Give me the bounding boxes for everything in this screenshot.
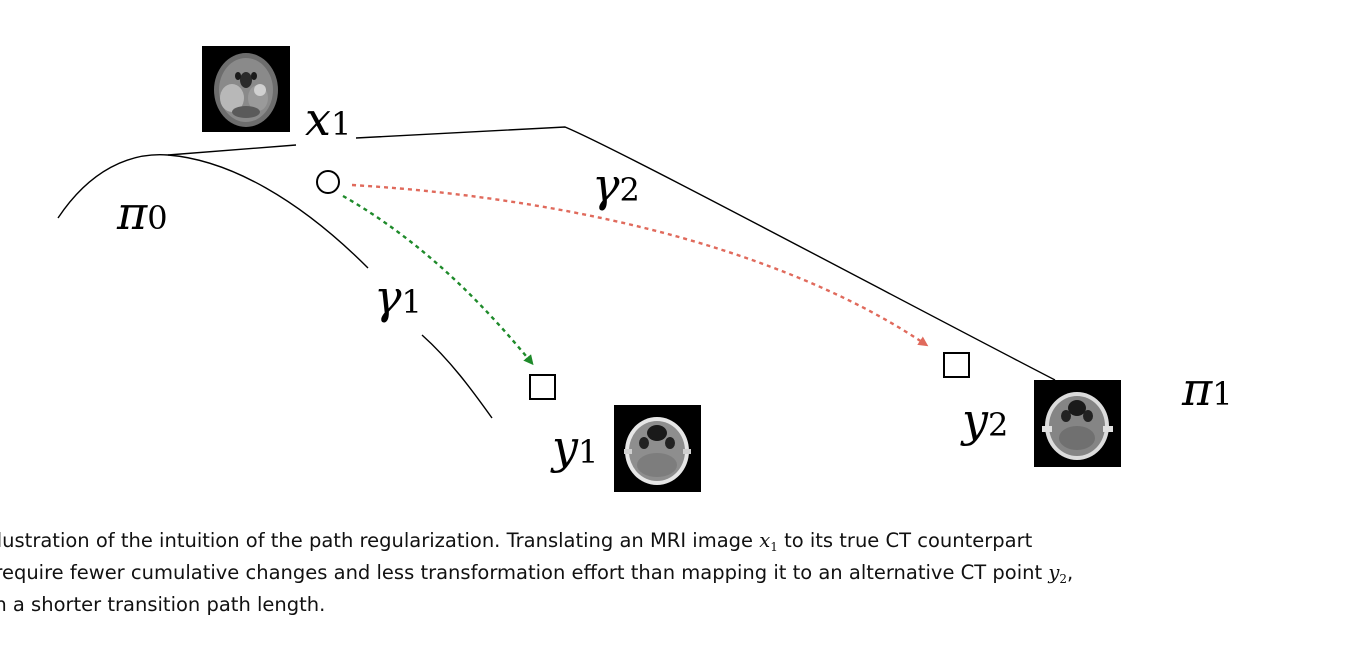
ct-scan-image-y1 xyxy=(614,405,701,492)
y2-label: y2 xyxy=(962,393,1009,447)
gamma2-curve-upper xyxy=(355,126,1056,381)
caption-line-3: ng in a shorter transition path length. xyxy=(0,593,326,616)
y1-point-square xyxy=(529,374,556,400)
caption-math-x1: x1 xyxy=(759,529,778,554)
path-diagram xyxy=(57,126,1056,419)
pi1-label: π1 xyxy=(1182,362,1233,416)
pi0-manifold-curve xyxy=(57,153,369,269)
gamma1-label: γ1 xyxy=(374,270,422,324)
caption-math-y2: y2 xyxy=(1048,561,1067,586)
pi0-manifold-curve-tail xyxy=(421,334,493,419)
gamma2-curve xyxy=(167,144,297,156)
x1-label: x1 xyxy=(305,92,352,146)
pi0-label: π0 xyxy=(117,186,168,240)
y2-point-square xyxy=(943,352,970,378)
caption-line-2: uld require fewer cumulative changes and… xyxy=(0,561,1074,586)
gamma2-label: γ2 xyxy=(592,158,640,212)
y1-label: y1 xyxy=(552,420,599,474)
long-transition-path xyxy=(351,183,929,347)
caption-line-1: 3: Illustration of the intuition of the … xyxy=(0,529,1033,554)
ct-scan-image-y2 xyxy=(1034,380,1121,467)
short-transition-path xyxy=(342,194,534,366)
x1-point-circle xyxy=(316,170,340,194)
mri-scan-image xyxy=(202,46,290,132)
figure-illustration: x1 π0 γ2 γ1 y1 y2 π1 xyxy=(57,46,1233,492)
figure-caption: 3: Illustration of the intuition of the … xyxy=(0,528,1317,618)
